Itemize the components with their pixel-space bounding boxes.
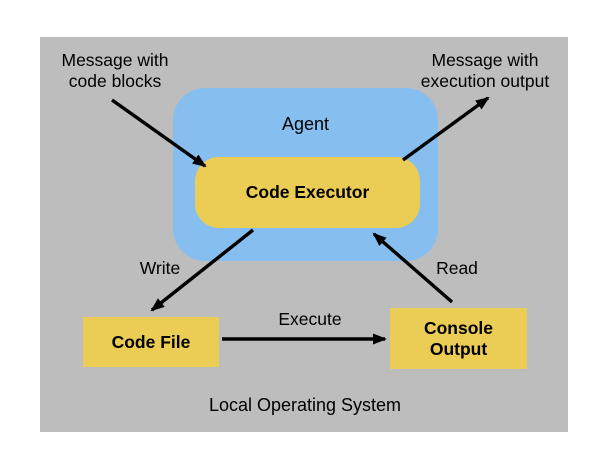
- code-file-node: Code File: [83, 317, 219, 367]
- agent-label: Agent: [281, 114, 330, 134]
- console-output-label-line2: Output: [429, 338, 488, 359]
- console-output-label-line1: Console: [423, 317, 494, 338]
- write-edge-label: Write: [139, 258, 181, 278]
- code-file-label: Code File: [111, 331, 191, 352]
- code-executor-label: Code Executor: [245, 182, 370, 202]
- incoming-message-line2: code blocks: [68, 71, 162, 91]
- incoming-message-line1: Message with: [61, 50, 169, 70]
- local-os-label: Local Operating System: [208, 395, 402, 415]
- outgoing-message-annotation: Message with execution output: [405, 50, 565, 92]
- incoming-message-annotation: Message with code blocks: [45, 50, 185, 92]
- execute-edge-label: Execute: [278, 309, 342, 329]
- console-output-node: Console Output: [390, 308, 527, 369]
- code-executor-node: Code Executor: [195, 157, 420, 228]
- outgoing-message-line1: Message with: [431, 50, 539, 70]
- outgoing-message-line2: execution output: [420, 71, 550, 91]
- read-edge-label: Read: [436, 258, 478, 278]
